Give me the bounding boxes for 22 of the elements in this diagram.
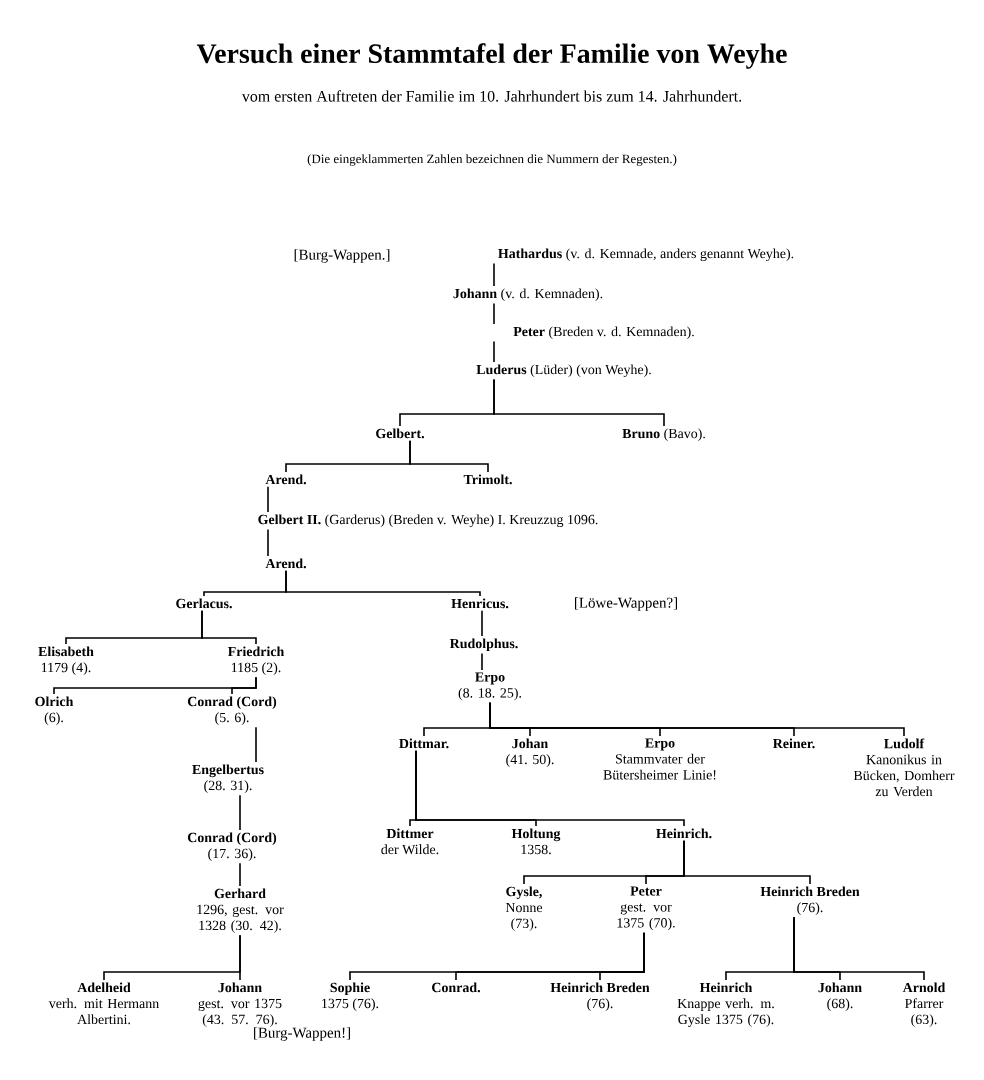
tree-line (409, 439, 489, 473)
tree-line (599, 931, 645, 981)
tree-line (481, 609, 483, 637)
tree-line (239, 862, 241, 887)
tree-line (489, 702, 905, 737)
tree-line (493, 302, 495, 325)
tree-line (255, 726, 257, 763)
tree-line (239, 934, 241, 981)
tree-line (683, 839, 811, 885)
tree-line (231, 676, 257, 695)
tree-line (285, 569, 481, 597)
tree-line (201, 609, 257, 645)
tree-line (415, 749, 685, 827)
tree-line (267, 485, 269, 513)
title: Versuch einer Stammtafel der Familie von Weyhe (196, 43, 787, 69)
tree-line (493, 340, 495, 363)
tree-line (493, 378, 665, 427)
tree-line (267, 528, 269, 557)
tree-line (239, 794, 241, 831)
tree-line (793, 916, 925, 981)
tree-line (481, 652, 483, 671)
tree-line (493, 262, 495, 287)
